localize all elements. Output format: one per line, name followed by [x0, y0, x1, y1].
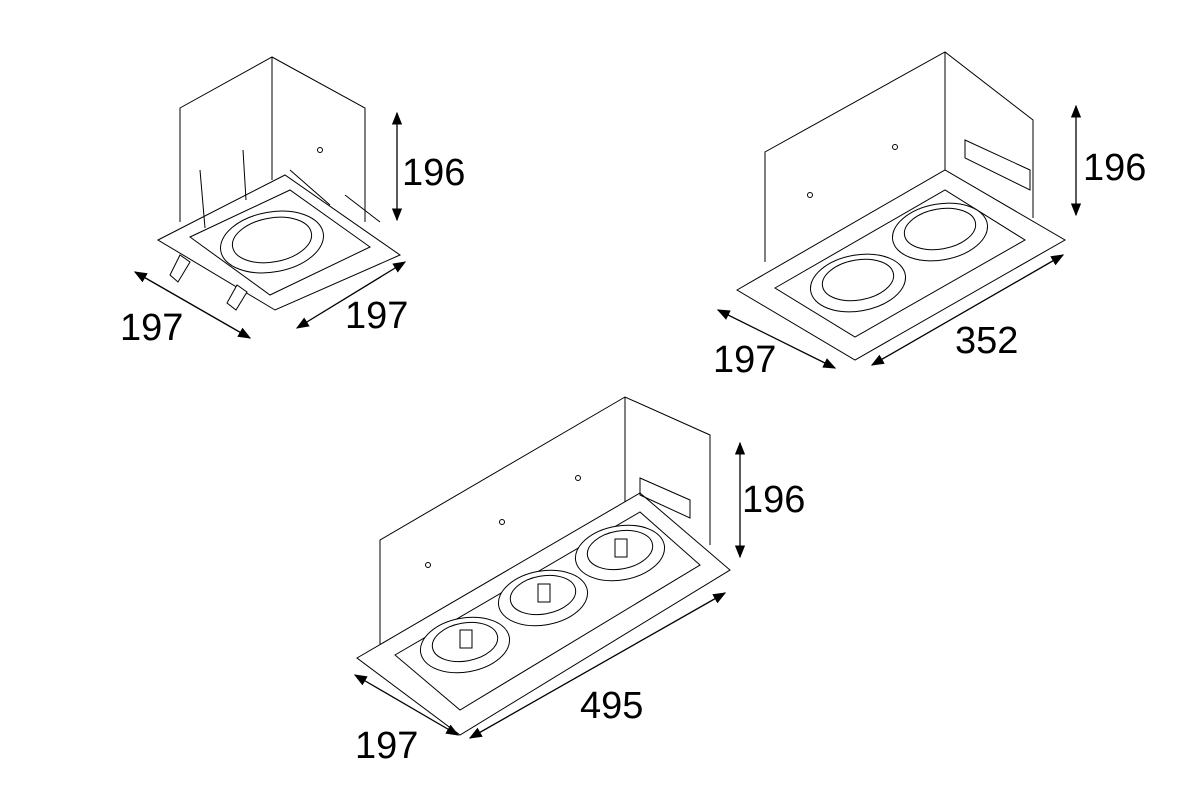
- depth-label: 197: [355, 725, 418, 767]
- width-label: 495: [580, 685, 643, 727]
- fixture-single: [156, 56, 402, 311]
- depth-label: 197: [120, 307, 183, 349]
- fixture-double: [736, 51, 1066, 361]
- fixture-triple: [356, 396, 731, 736]
- height-label: 196: [1083, 147, 1146, 189]
- depth-label: 197: [713, 339, 776, 381]
- height-label: 196: [742, 479, 805, 521]
- width-label: 197: [345, 295, 408, 337]
- dimensions-double: 196 197 352: [713, 104, 1146, 381]
- dimensions-single: 196 197 197: [120, 111, 465, 349]
- dimensions-triple: 196 197 495: [353, 441, 805, 767]
- height-label: 196: [402, 152, 465, 194]
- width-label: 352: [955, 320, 1018, 362]
